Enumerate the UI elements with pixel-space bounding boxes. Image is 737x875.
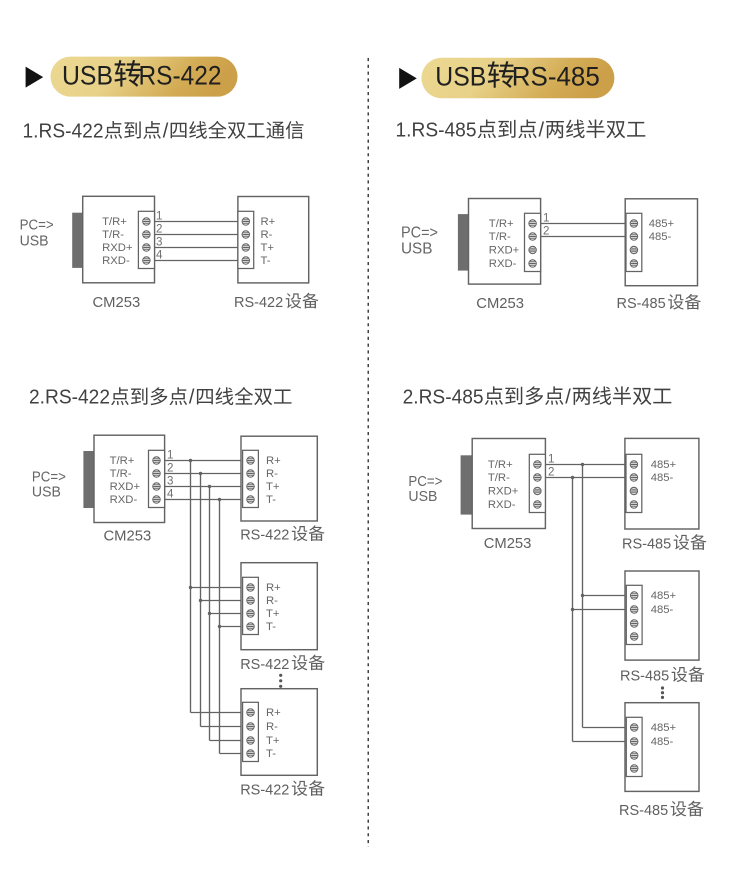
svg-text:T-: T- <box>261 255 271 267</box>
svg-text:RXD+: RXD+ <box>489 245 520 257</box>
svg-text:3: 3 <box>156 235 162 248</box>
svg-text:T/R-: T/R- <box>489 231 511 243</box>
svg-text:RS-422: RS-422 <box>240 657 289 673</box>
svg-text:PC=>: PC=> <box>408 473 442 490</box>
svg-text:1: 1 <box>167 448 173 461</box>
svg-text:2.RS-422: 2.RS-422 <box>29 387 110 409</box>
svg-text:2.RS-485: 2.RS-485 <box>403 386 484 408</box>
svg-text:USB: USB <box>435 62 486 92</box>
svg-text:T/R-: T/R- <box>102 229 124 241</box>
svg-text:USB: USB <box>408 488 437 505</box>
svg-text:4: 4 <box>167 487 174 500</box>
svg-text:1.RS-422: 1.RS-422 <box>23 120 104 142</box>
svg-text:T-: T- <box>266 621 276 633</box>
svg-text:CM253: CM253 <box>476 296 524 312</box>
svg-text:USB: USB <box>62 60 113 90</box>
svg-text:PC=>: PC=> <box>32 468 66 485</box>
svg-text:CM253: CM253 <box>104 528 152 544</box>
svg-text:1: 1 <box>543 211 549 224</box>
svg-text:T-: T- <box>266 494 276 506</box>
svg-text:485-: 485- <box>649 231 672 243</box>
svg-text:R+: R+ <box>266 582 281 594</box>
svg-text:T-: T- <box>266 748 276 760</box>
svg-text:R+: R+ <box>266 455 281 467</box>
svg-text:R-: R- <box>261 229 273 241</box>
svg-text:485-: 485- <box>651 604 674 616</box>
svg-text:/: / <box>565 386 571 408</box>
svg-text:RS-485: RS-485 <box>512 62 600 92</box>
svg-text:RXD-: RXD- <box>489 258 517 270</box>
svg-text:1: 1 <box>548 452 554 465</box>
svg-text:R+: R+ <box>266 707 281 719</box>
svg-text:RS-422: RS-422 <box>240 528 289 544</box>
svg-text:/: / <box>539 120 545 142</box>
svg-text:RXD-: RXD- <box>488 499 516 511</box>
svg-text:2: 2 <box>543 224 549 237</box>
svg-text:T/R-: T/R- <box>110 468 132 480</box>
svg-text:T/R-: T/R- <box>488 472 510 484</box>
svg-text:RXD-: RXD- <box>110 494 138 506</box>
svg-text:T+: T+ <box>266 735 280 747</box>
svg-text:USB: USB <box>401 240 433 257</box>
svg-text:RS-422: RS-422 <box>240 783 289 799</box>
svg-text:T+: T+ <box>266 481 280 493</box>
svg-text:RS-485: RS-485 <box>622 537 671 553</box>
svg-text:485-: 485- <box>651 472 674 484</box>
svg-text:USB: USB <box>20 232 49 249</box>
svg-text:RXD-: RXD- <box>102 255 130 267</box>
svg-text:3: 3 <box>167 474 173 487</box>
svg-text:485+: 485+ <box>649 218 675 230</box>
svg-text:R+: R+ <box>261 216 276 228</box>
svg-text:2: 2 <box>156 222 162 235</box>
svg-text:R-: R- <box>266 595 278 607</box>
svg-text:CM253: CM253 <box>93 295 141 311</box>
svg-text:PC=>: PC=> <box>20 217 54 234</box>
svg-text:RS-485: RS-485 <box>620 669 669 685</box>
svg-text:USB: USB <box>32 484 61 501</box>
svg-text:RXD+: RXD+ <box>102 242 133 254</box>
svg-text:485+: 485+ <box>651 590 677 602</box>
svg-text:2: 2 <box>548 465 554 478</box>
svg-text:RS-485: RS-485 <box>617 296 666 312</box>
svg-text:1: 1 <box>156 209 162 222</box>
svg-text:RS-485: RS-485 <box>619 803 668 819</box>
svg-text:RS-422: RS-422 <box>234 295 283 311</box>
svg-text:R-: R- <box>266 468 278 480</box>
svg-text:PC=>: PC=> <box>401 224 438 241</box>
svg-text:2: 2 <box>167 461 173 474</box>
svg-text:CM253: CM253 <box>484 536 532 552</box>
svg-text:485+: 485+ <box>651 459 677 471</box>
svg-text:1.RS-485: 1.RS-485 <box>396 120 477 142</box>
svg-text:RXD+: RXD+ <box>488 486 519 498</box>
svg-text:T+: T+ <box>266 608 280 620</box>
svg-text:/: / <box>163 120 169 142</box>
svg-text:R-: R- <box>266 721 278 733</box>
svg-text:T+: T+ <box>261 242 275 254</box>
svg-text:T/R+: T/R+ <box>110 455 135 467</box>
svg-text:485-: 485- <box>651 736 674 748</box>
svg-text:T/R+: T/R+ <box>102 216 127 228</box>
svg-text:T/R+: T/R+ <box>488 459 513 471</box>
svg-text:RS-422: RS-422 <box>139 60 222 90</box>
svg-text:RXD+: RXD+ <box>110 481 141 493</box>
svg-text:/: / <box>189 387 195 409</box>
svg-text:4: 4 <box>156 248 163 261</box>
svg-text:T/R+: T/R+ <box>489 218 514 230</box>
svg-text:485+: 485+ <box>651 722 677 734</box>
